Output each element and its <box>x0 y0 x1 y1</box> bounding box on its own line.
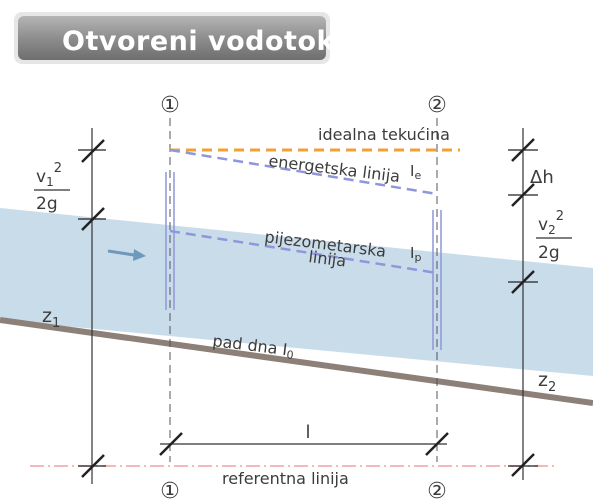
left-velocity-head-numerator: v12 <box>36 161 62 189</box>
piezometric-line <box>169 229 438 275</box>
section-1-label-top: ① <box>160 93 180 118</box>
piezometer-tube-2 <box>432 210 442 350</box>
left-velocity-head: v12 2g <box>34 161 70 214</box>
energy-slope-symbol: Ie <box>410 162 421 182</box>
water-body <box>0 208 593 376</box>
section-2-label-top: ② <box>427 93 447 118</box>
right-dimension-axis <box>508 128 538 480</box>
z2-label: z2 <box>538 369 556 395</box>
z1-label: z1 <box>42 305 60 331</box>
right-velocity-head-denominator: 2g <box>538 243 560 263</box>
channel-bed <box>0 317 593 406</box>
piezometer-tube-1 <box>165 172 175 310</box>
left-dimension-axis <box>78 128 106 484</box>
right-velocity-head-numerator: v22 <box>538 209 564 237</box>
reference-line-label: referentna linija <box>222 469 349 488</box>
length-dimension <box>159 432 449 456</box>
section-1-label-bottom: ① <box>160 479 180 504</box>
section-2-label-bottom: ② <box>427 479 447 504</box>
page-title: Otvoreni vodotok <box>62 26 335 57</box>
flow-direction-arrow <box>107 249 146 261</box>
piezometric-line-label-2: linija <box>308 247 348 270</box>
right-velocity-head: v22 2g <box>536 209 572 263</box>
piezometric-slope-symbol: Ip <box>410 244 421 264</box>
delta-h-label: Δh <box>530 167 554 188</box>
title-box <box>18 16 326 60</box>
title-banner: Otvoreni vodotok <box>14 12 335 64</box>
energy-line <box>169 148 438 196</box>
ideal-fluid-label: idealna tekućina <box>318 125 450 144</box>
left-velocity-head-denominator: 2g <box>36 194 58 214</box>
length-label: l <box>305 422 310 443</box>
energy-line-label: energetska linija <box>268 151 402 186</box>
